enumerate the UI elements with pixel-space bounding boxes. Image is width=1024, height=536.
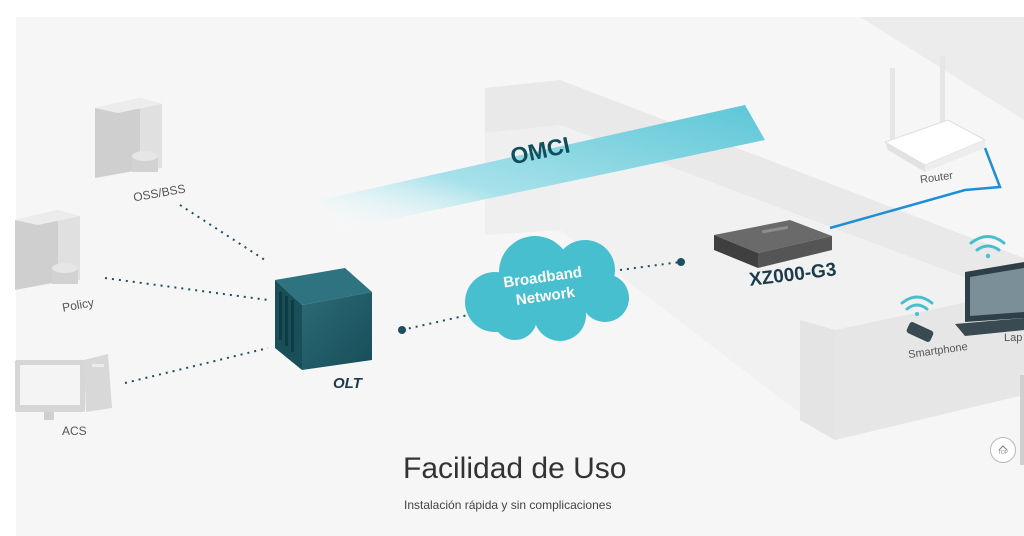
section-subtitle: Instalación rápida y sin complicaciones	[404, 498, 612, 512]
olt-icon	[275, 268, 372, 370]
wifi-smartphone-icon	[900, 295, 934, 316]
laptop-label: Lap	[1004, 332, 1023, 344]
acs-label: ACS	[62, 424, 87, 438]
xz000-g3-device-icon	[714, 220, 832, 268]
wifi-laptop-icon	[969, 235, 1006, 259]
back-to-top-button[interactable]: TOP	[990, 437, 1016, 463]
broadband-cloud-icon	[465, 236, 629, 341]
left-margin	[0, 0, 16, 536]
oss-bss-server-icon	[95, 98, 162, 178]
home-arrow-icon	[998, 445, 1008, 451]
top-margin	[0, 0, 1024, 17]
laptop-icon	[955, 262, 1024, 336]
link-dot-olt	[398, 326, 406, 334]
link-dot-device	[677, 258, 685, 266]
ethernet-cable	[829, 147, 1002, 230]
scrollbar[interactable]	[1020, 375, 1024, 465]
back-to-top-label: TOP	[997, 450, 1009, 456]
section-title: Facilidad de Uso	[403, 452, 627, 485]
dotted-links	[104, 204, 681, 384]
smartphone-icon	[906, 322, 934, 342]
olt-label: OLT	[333, 375, 362, 392]
policy-server-icon	[15, 210, 80, 290]
router-icon	[883, 56, 987, 172]
acs-workstation-icon	[15, 354, 112, 420]
omci-beam	[320, 105, 765, 230]
